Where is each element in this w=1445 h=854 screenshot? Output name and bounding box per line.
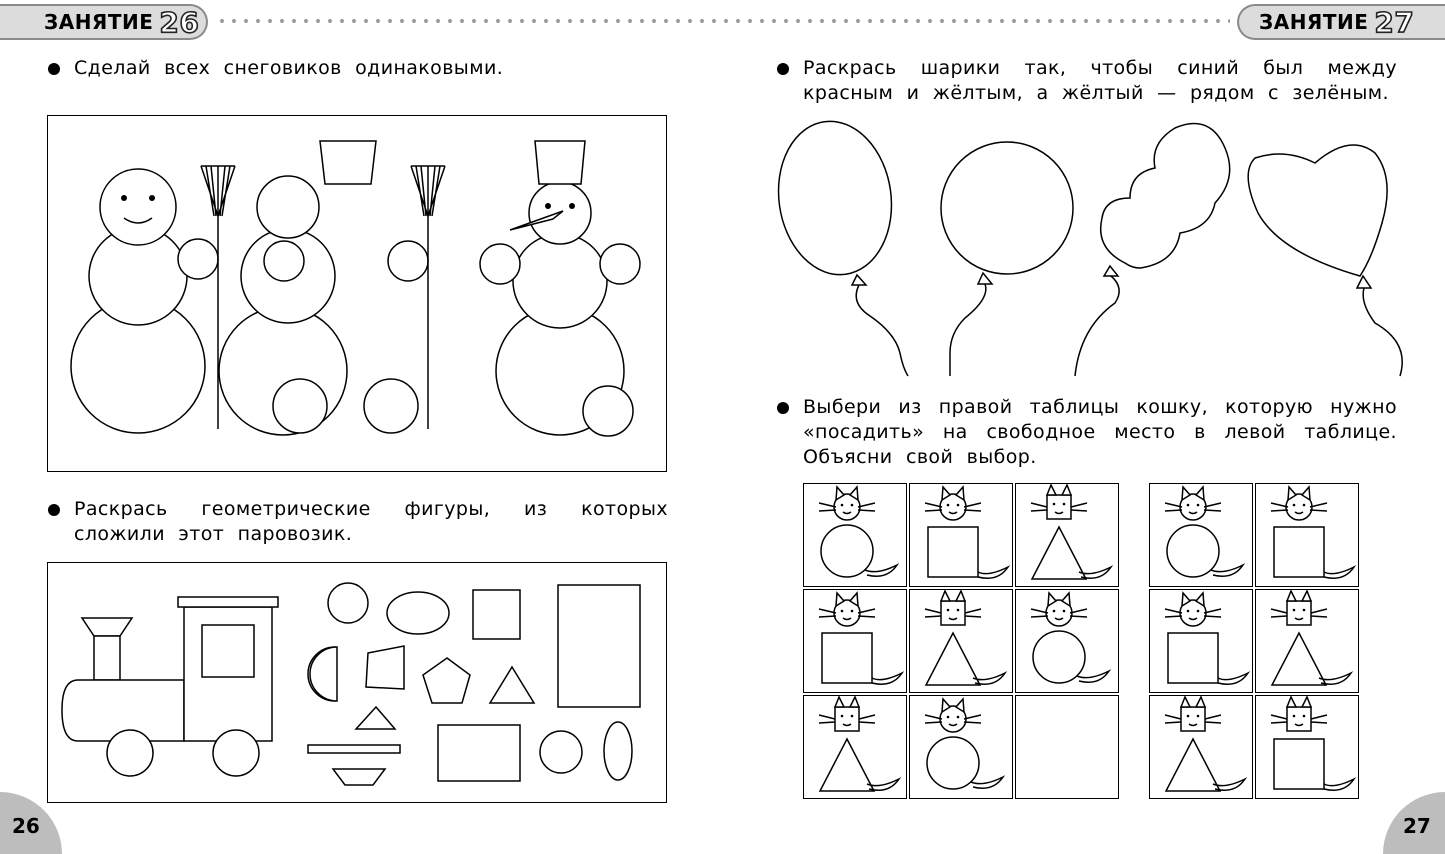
shapes-set [307,582,641,786]
snowmen-panel [47,115,667,472]
cat-option-cell[interactable] [1149,589,1253,693]
snowman-icon [70,165,236,434]
cat-cell[interactable] [803,589,907,693]
cat-option-cell[interactable] [1255,589,1359,693]
lesson-header-26: ЗАНЯТИЕ 26 [0,4,208,40]
balloon-icon [777,120,909,377]
task-train: Раскрась геометрические фигуры, из котор… [48,498,668,545]
task-balloons: Раскрась шарики так, чтобы синий был меж… [777,57,1397,104]
cat-cell[interactable] [803,695,907,799]
cat-cell-empty[interactable] [1015,695,1119,799]
cat-cell[interactable] [1015,589,1119,693]
balloon-icon [940,141,1074,376]
lesson-label: ЗАНЯТИЕ [1259,10,1369,34]
cat-cell[interactable] [803,483,907,587]
lesson-number: 27 [1374,5,1415,40]
train-illustration [61,582,641,786]
balloon-icon [1247,144,1403,377]
balloons-illustration [777,120,1403,377]
train-icon [61,596,279,777]
cat-cell[interactable] [909,589,1013,693]
lesson-header-27: ЗАНЯТИЕ 27 [1237,4,1445,40]
snowman-icon [218,140,446,436]
train-panel [47,562,667,803]
lesson-label: ЗАНЯТИЕ [44,10,154,34]
cat-option-cell[interactable] [1149,695,1253,799]
cat-option-cell[interactable] [1149,483,1253,587]
snowman-icon [479,140,641,437]
header-dotted-line [216,18,1230,24]
cat-cell[interactable] [909,695,1013,799]
task-cats: Выбери из правой таблицы кошку, которую … [777,396,1397,468]
balloon-icon [1074,122,1231,377]
cat-option-cell[interactable] [1255,483,1359,587]
cat-option-cell[interactable] [1255,695,1359,799]
lesson-number: 26 [159,5,200,40]
task-snowmen: Сделай всех снеговиков одинаковыми. [48,56,668,81]
cat-cell[interactable] [1015,483,1119,587]
page-number-right: 27 [1383,792,1445,854]
cat-cell[interactable] [909,483,1013,587]
snowmen-illustration [70,140,641,437]
